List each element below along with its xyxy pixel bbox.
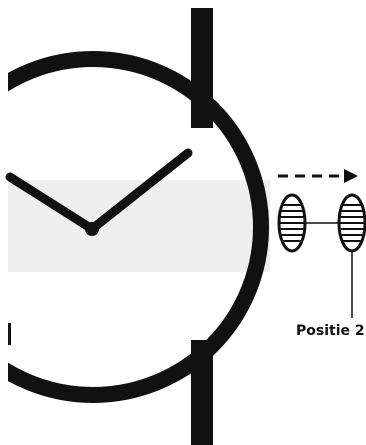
hand-pivot <box>85 222 99 236</box>
watch-case <box>0 51 269 403</box>
case-edge-tick <box>8 323 11 345</box>
crown-position-label: Positie 2 <box>296 323 365 339</box>
crown-position-2 <box>337 193 366 253</box>
minute-hand <box>87 148 193 234</box>
left-mask <box>0 0 8 445</box>
crown-current <box>277 193 307 253</box>
hour-hand <box>5 172 97 234</box>
pull-arrow-head <box>344 169 358 183</box>
